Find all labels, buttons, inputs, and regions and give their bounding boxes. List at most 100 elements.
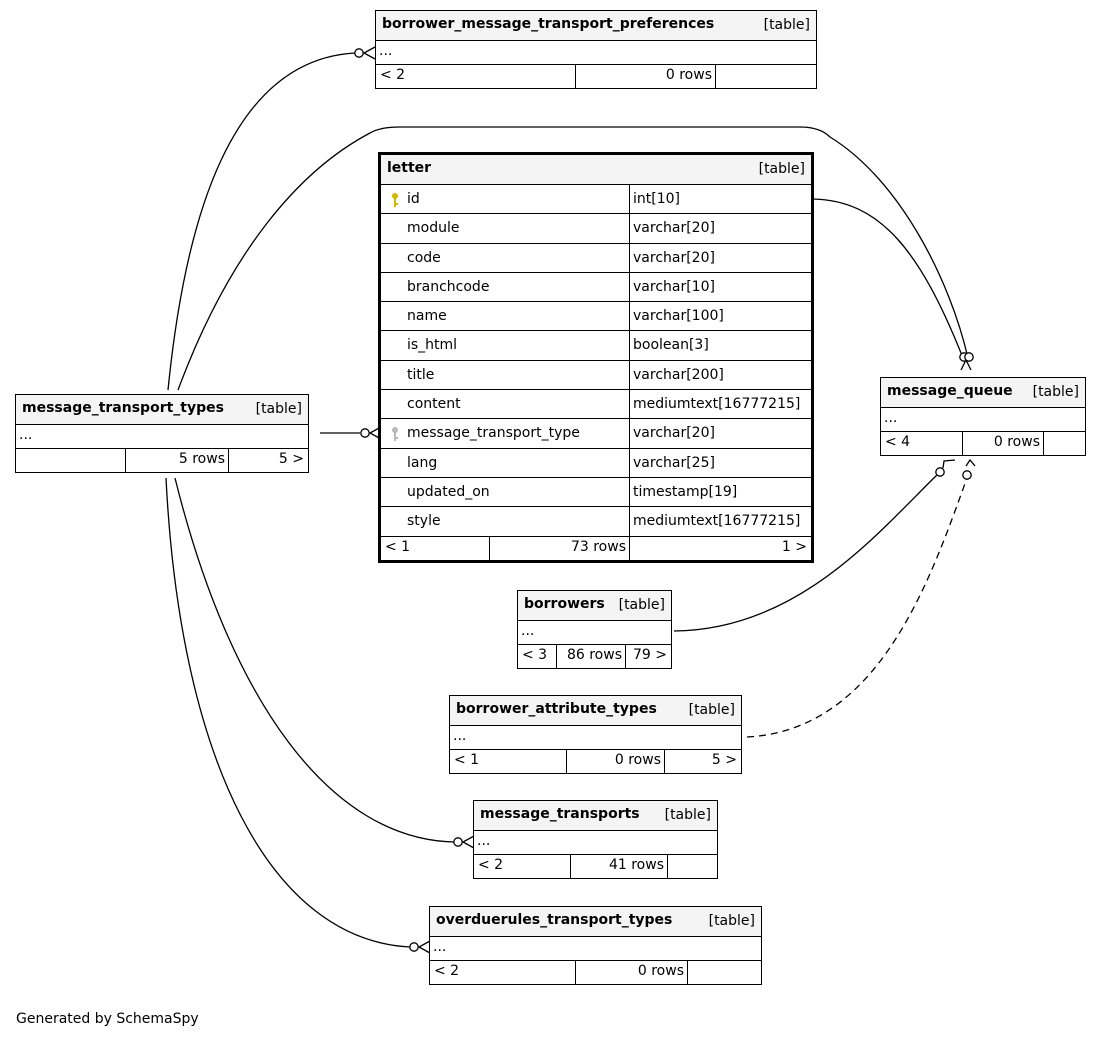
column-name: title (407, 366, 435, 383)
table-header: borrower_message_transport_preferences [… (376, 11, 816, 41)
foreign-key-icon (392, 427, 398, 442)
column-row[interactable]: code varchar[20] (381, 243, 811, 273)
column-type: varchar[100] (633, 308, 724, 325)
table-borrower-attribute-types[interactable]: borrower_attribute_types [table] ... < 1… (449, 695, 742, 774)
row-count: 0 rows (665, 67, 712, 83)
children-count[interactable]: 1 > (781, 538, 807, 555)
table-footer: < 3 86 rows 79 > (518, 645, 671, 668)
columns-ellipsis: ... (430, 937, 761, 961)
column-row[interactable]: title varchar[200] (381, 360, 811, 391)
children-count[interactable]: 79 > (633, 647, 667, 663)
edge-borrowers-mq (673, 471, 941, 632)
row-count: 0 rows (637, 963, 684, 979)
table-type-tag: [table] (758, 161, 805, 177)
row-count: 5 rows (178, 451, 225, 467)
column-type: mediumtext[16777215] (633, 513, 801, 530)
columns-ellipsis: ... (881, 408, 1085, 432)
column-type: varchar[20] (633, 220, 715, 237)
column-row[interactable]: module varchar[20] (381, 214, 811, 244)
column-type: timestamp[19] (633, 483, 738, 500)
table-name: message_transport_types (22, 400, 224, 416)
generated-by-note: Generated by SchemaSpy (16, 1011, 199, 1027)
column-name: branchcode (407, 278, 490, 295)
parents-count[interactable]: < 2 (478, 857, 504, 873)
column-row[interactable]: content mediumtext[16777215] (381, 390, 811, 420)
table-name: borrowers (524, 596, 605, 612)
column-type: mediumtext[16777215] (633, 396, 801, 413)
table-name: borrower_message_transport_preferences (382, 16, 715, 32)
column-row[interactable]: id int[10] (381, 185, 811, 215)
table-message-transports[interactable]: message_transports [table] ... < 2 41 ro… (473, 800, 718, 879)
table-type-tag: [table] (255, 401, 302, 417)
columns-ellipsis: ... (518, 621, 671, 645)
parents-count[interactable]: < 1 (385, 538, 411, 555)
table-borrower-message-transport-preferences[interactable]: borrower_message_transport_preferences [… (375, 10, 817, 89)
row-count: 0 rows (993, 434, 1040, 450)
column-name: module (407, 220, 460, 237)
row-count: 73 rows (570, 538, 626, 555)
table-type-tag: [table] (688, 702, 735, 718)
edge-mtt-ott (165, 477, 411, 948)
edge-bat-mq (746, 477, 968, 738)
column-type: varchar[20] (633, 249, 715, 266)
column-row[interactable]: branchcode varchar[10] (381, 272, 811, 303)
column-name: code (407, 249, 441, 266)
children-count[interactable]: 5 > (278, 451, 304, 467)
column-type: varchar[25] (633, 454, 715, 471)
table-name: overduerules_transport_types (436, 912, 673, 928)
parents-count[interactable]: < 2 (380, 67, 406, 83)
column-type: int[10] (633, 191, 680, 207)
column-row[interactable]: lang varchar[25] (381, 448, 811, 478)
table-header: message_queue [table] (881, 378, 1085, 408)
parents-count[interactable] (16, 449, 126, 472)
table-name: message_transports (480, 806, 640, 822)
table-letter[interactable]: letter [table] id int[10] module varchar… (378, 152, 814, 563)
column-type: varchar[10] (633, 278, 715, 295)
column-type: varchar[20] (633, 425, 715, 442)
table-type-tag: [table] (708, 913, 755, 929)
children-count[interactable] (668, 855, 717, 878)
table-header: borrowers [table] (518, 591, 671, 621)
column-name: content (407, 396, 461, 413)
table-header: message_transports [table] (474, 801, 717, 831)
column-name: message_transport_type (407, 425, 580, 442)
table-header: borrower_attribute_types [table] (450, 696, 741, 726)
column-row[interactable]: name varchar[100] (381, 302, 811, 332)
column-name: updated_on (407, 483, 490, 500)
columns-ellipsis: ... (376, 41, 816, 65)
table-name: borrower_attribute_types (456, 701, 657, 717)
table-footer: < 2 0 rows (376, 65, 816, 88)
table-header: overduerules_transport_types [table] (430, 907, 761, 937)
parents-count[interactable]: < 2 (434, 963, 460, 979)
row-count: 41 rows (608, 857, 664, 873)
column-row[interactable]: updated_on timestamp[19] (381, 477, 811, 508)
column-row[interactable]: message_transport_type varchar[20] (381, 419, 811, 449)
columns-ellipsis: ... (450, 726, 741, 750)
table-overduerules-transport-types[interactable]: overduerules_transport_types [table] ...… (429, 906, 762, 985)
parents-count[interactable]: < 4 (885, 434, 911, 450)
table-footer: < 1 0 rows 5 > (450, 750, 741, 773)
table-borrowers[interactable]: borrowers [table] ... < 3 86 rows 79 > (517, 590, 672, 669)
table-footer: < 2 0 rows (430, 961, 761, 984)
column-row[interactable]: is_html boolean[3] (381, 331, 811, 361)
table-type-tag: [table] (618, 597, 665, 613)
parents-count[interactable]: < 3 (522, 647, 548, 663)
column-type: varchar[200] (633, 366, 724, 383)
children-count[interactable] (716, 65, 816, 88)
column-row[interactable]: style mediumtext[16777215] (381, 507, 811, 537)
column-name: is_html (407, 337, 458, 354)
children-count[interactable] (688, 961, 761, 984)
edge-mtt-mq-top (177, 126, 969, 391)
children-count[interactable]: 5 > (711, 752, 737, 768)
table-name: message_queue (887, 383, 1013, 399)
table-message-queue[interactable]: message_queue [table] ... < 4 0 rows (880, 377, 1086, 456)
table-type-tag: [table] (664, 807, 711, 823)
row-count: 0 rows (614, 752, 661, 768)
table-type-tag: [table] (763, 17, 810, 33)
parents-count[interactable]: < 1 (454, 752, 480, 768)
row-count: 86 rows (566, 647, 622, 663)
table-message-transport-types[interactable]: message_transport_types [table] ... 5 ro… (15, 394, 309, 473)
children-count[interactable] (1044, 432, 1085, 455)
table-type-tag: [table] (1032, 384, 1079, 400)
